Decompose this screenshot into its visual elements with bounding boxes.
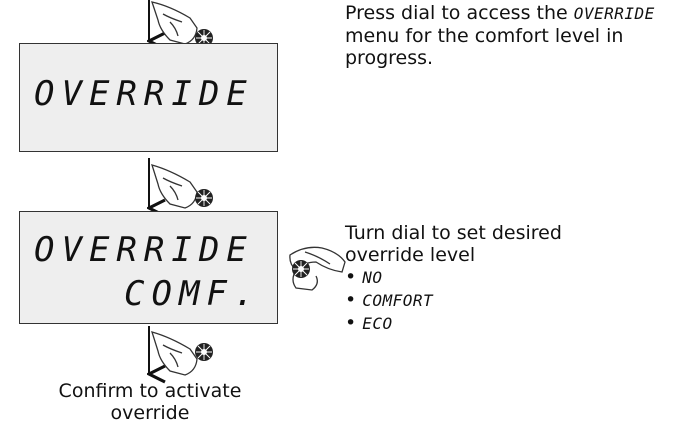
instruction-text: override level [345, 244, 476, 266]
confirm-caption: Confirm to activate override [20, 380, 280, 424]
dial-icon [195, 189, 213, 207]
option-item: • NO [345, 266, 383, 288]
lcd-line-1: OVERRIDE [34, 74, 254, 114]
option-item: • ECO [345, 312, 393, 334]
lcd-display-override-comfort: OVERRIDE COMF. [19, 211, 278, 324]
confirm-text: Confirm to activate [58, 380, 242, 402]
hand-press-icon [151, 1, 198, 45]
hand-press-icon [151, 331, 198, 376]
dial-turn-icon [292, 260, 310, 278]
step2-instruction: Turn dial to set desired override level … [345, 222, 685, 335]
instruction-text: Turn dial to set desired [345, 222, 562, 244]
hand-turn-icon [289, 246, 346, 291]
lcd-display-override: OVERRIDE [19, 43, 278, 152]
override-keyword: OVERRIDE [573, 4, 655, 23]
instruction-text: menu for the comfort level in [345, 25, 624, 47]
instruction-text: Press dial to access the [345, 2, 568, 24]
option-list: • NO • COMFORT • ECO [345, 266, 685, 335]
step1-instruction: Press dial to access the OVERRIDE menu f… [345, 2, 697, 69]
lcd-line-1: OVERRIDE [34, 230, 254, 270]
instruction-text: progress. [345, 47, 434, 69]
hand-press-icon [151, 164, 198, 209]
lcd-line-2: COMF. [124, 274, 262, 314]
option-item: • COMFORT [345, 289, 434, 311]
dial-icon [195, 343, 213, 361]
confirm-text: override [110, 402, 190, 424]
dial-icon [195, 29, 213, 47]
